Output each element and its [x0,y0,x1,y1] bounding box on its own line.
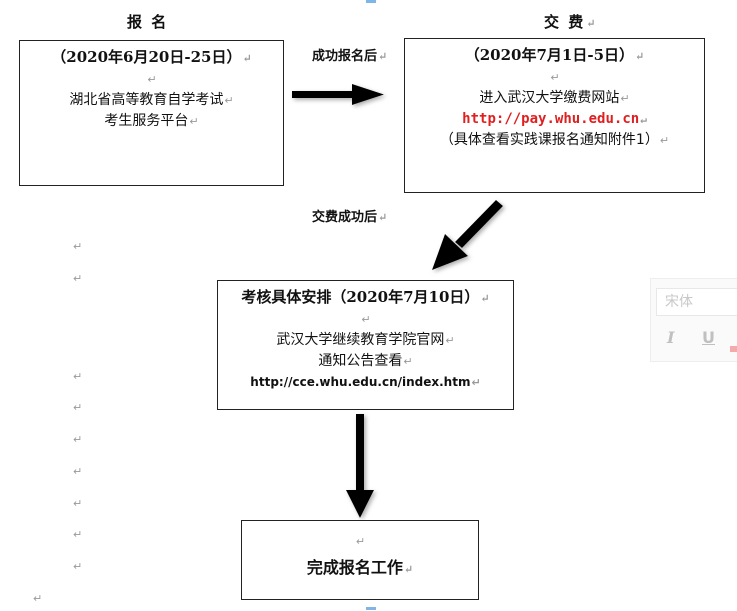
paragraph-mark: ↵ [33,592,43,605]
payment-site-line: 进入武汉大学缴费网站 [479,90,620,106]
arrow-label-after-register: 成功报名后↵ [312,49,388,64]
exam-arrangement-title: 考核具体安排（2020年7月10日） [241,288,480,306]
arrow-right [292,84,384,105]
payment-note-line: （具体查看实践课报名通知附件1） [439,132,659,148]
header-register: 报 名 [127,13,169,31]
exam-site-line2: 通知公告查看 [318,353,403,369]
underline-button[interactable]: U [702,328,715,347]
exam-url-link[interactable]: http://cce.whu.edu.cn/index.htm [250,375,471,389]
complete-text: 完成报名工作 [306,558,403,577]
exam-arrangement-box: 考核具体安排（2020年7月10日）↵ ↵ 武汉大学继续教育学院官网↵ 通知公告… [217,280,514,410]
payment-box: （2020年7月1日-5日）↵ ↵ 进入武汉大学缴费网站↵ http://pay… [404,38,705,193]
arrow-label-after-payment: 交费成功后↵ [312,210,388,225]
payment-url-link[interactable]: http://pay.whu.edu.cn [462,111,640,127]
font-color-swatch[interactable] [730,346,737,352]
paragraph-mark: ↵ [73,528,83,541]
exam-site-line1: 武汉大学继续教育学院官网 [276,332,445,348]
register-platform-line1: 湖北省高等教育自学考试 [69,92,224,108]
paragraph-mark: ↵ [73,401,83,414]
italic-button[interactable]: I [667,328,675,347]
arrow-down [346,414,374,518]
page-marker-bottom [366,607,376,610]
paragraph-mark: ↵ [73,497,83,510]
payment-date: （2020年7月1日-5日） [464,46,635,64]
register-date: （2020年6月20日-25日） [51,48,242,66]
paragraph-mark: ↵ [73,370,83,383]
register-platform-line2: 考生服务平台 [104,113,189,129]
paragraph-mark: ↵ [73,272,83,285]
complete-box: ↵ 完成报名工作↵ [241,520,479,600]
paragraph-mark: ↵ [73,240,83,253]
page-marker-top [366,0,376,3]
paragraph-mark: ↵ [73,465,83,478]
register-box: （2020年6月20日-25日）↵ ↵ 湖北省高等教育自学考试↵ 考生服务平台↵ [19,40,284,186]
arrow-diagonal [432,200,503,270]
header-payment: 交 费↵ [544,13,598,31]
paragraph-mark: ↵ [73,433,83,446]
paragraph-mark: ↵ [73,560,83,573]
font-name-input[interactable]: 宋体 [656,288,737,316]
